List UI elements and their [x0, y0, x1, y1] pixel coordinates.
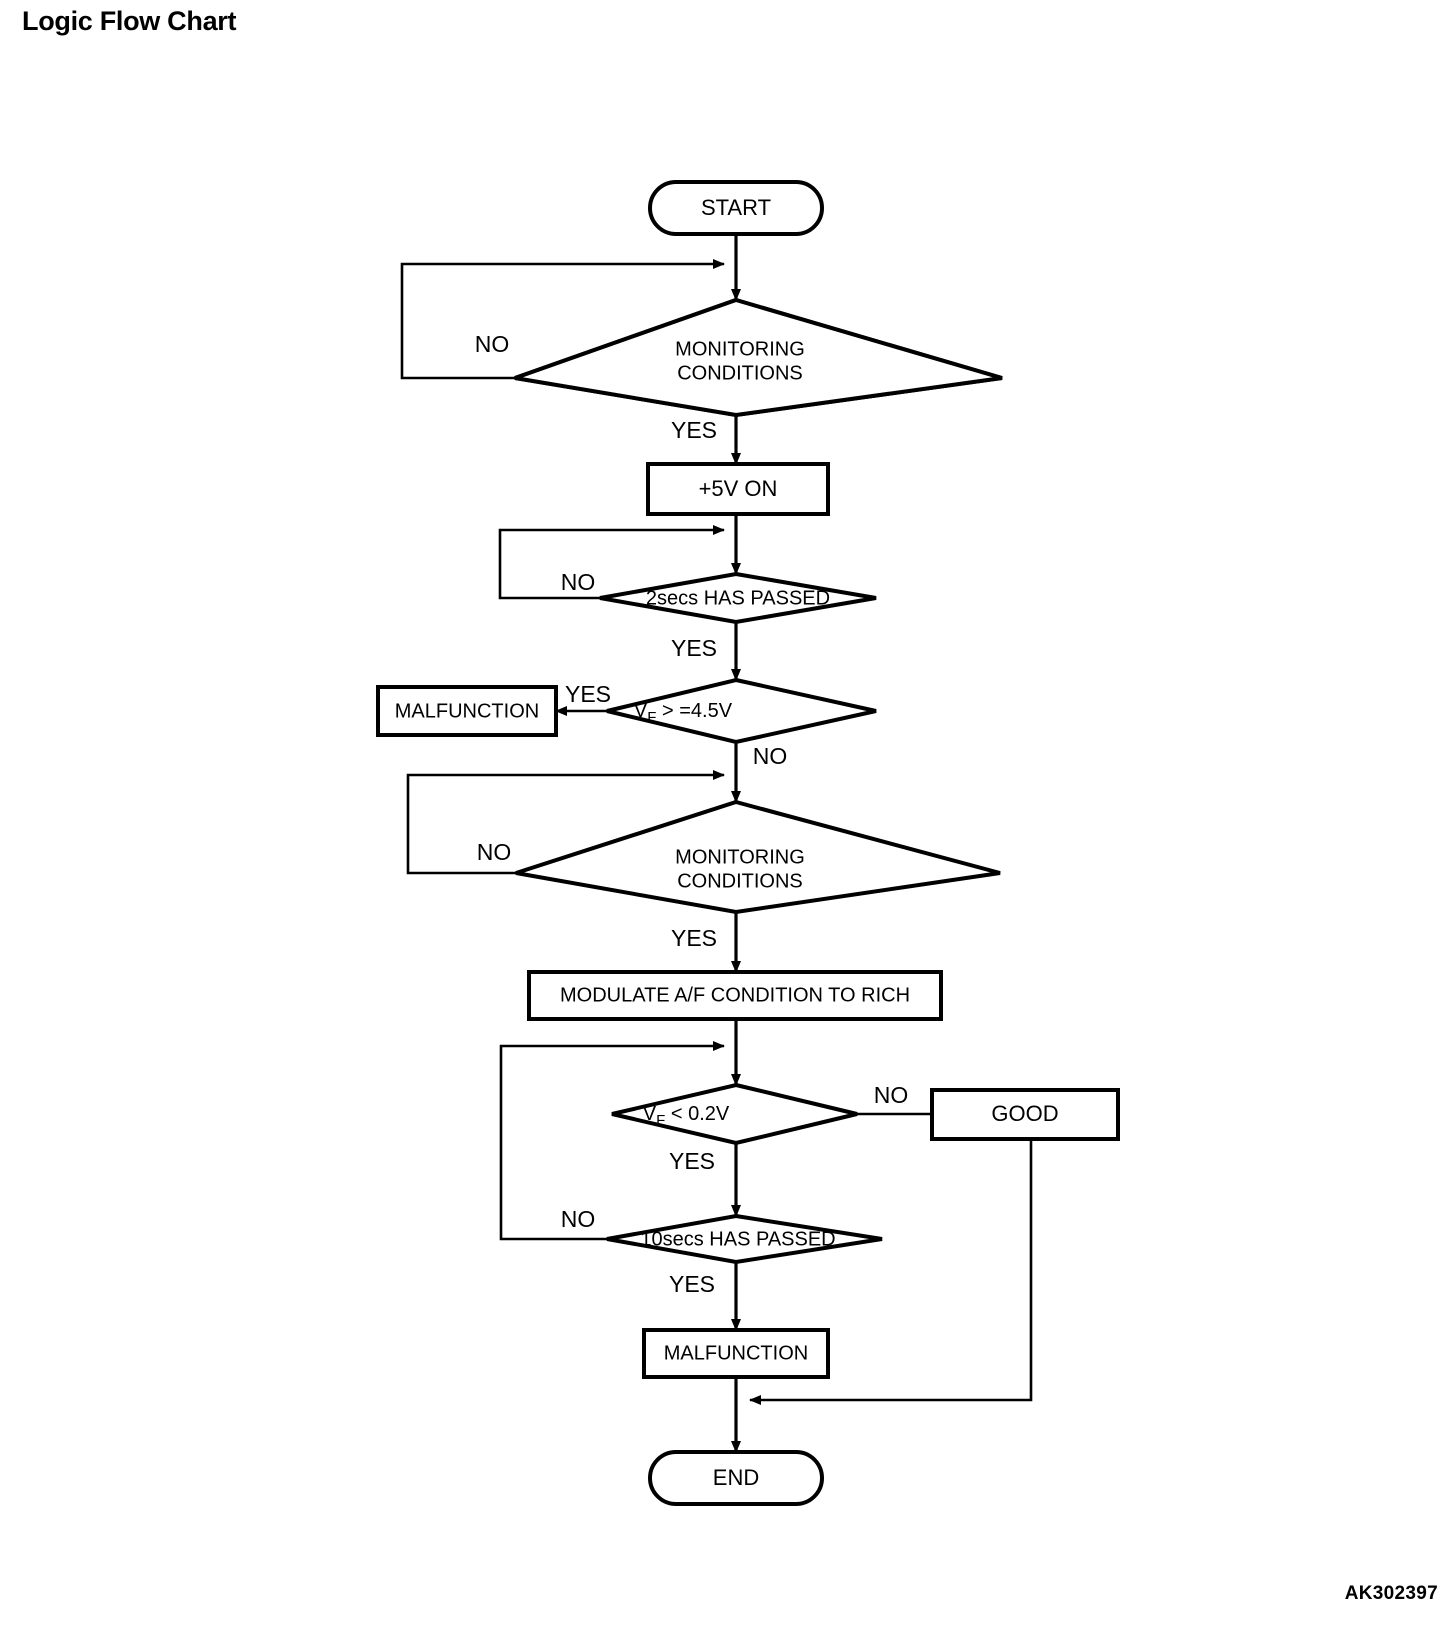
node-modulate-af-condition-to-rich[interactable]: MODULATE A/F CONDITION TO RICH — [527, 970, 943, 1021]
node-vf-ge-4-5v[interactable]: VF > =4.5V — [606, 677, 877, 745]
node-2secs-has-passed[interactable]: 2secs HAS PASSED — [599, 571, 877, 625]
node-modulate-label: MODULATE A/F CONDITION TO RICH — [560, 984, 910, 1006]
node-malfunction-1-label: MALFUNCTION — [395, 700, 539, 722]
node-monitoring-conditions-1[interactable]: MONITORING CONDITIONS — [514, 297, 1003, 418]
node-monitoring-conditions-2[interactable]: MONITORING CONDITIONS — [515, 799, 1001, 915]
edge-mon1-no-loop — [400, 259, 725, 380]
edge-sec2-no-loop — [498, 525, 725, 600]
node-good-label: GOOD — [991, 1101, 1058, 1126]
branch-label-yes: YES — [669, 1271, 715, 1297]
node-monitoring-conditions-2-line2: CONDITIONS — [677, 870, 803, 892]
node-monitoring-conditions-1-line2: CONDITIONS — [677, 362, 803, 384]
node-10secs-has-passed[interactable]: 10secs HAS PASSED — [606, 1213, 883, 1265]
node-plus5v-on[interactable]: +5V ON — [646, 462, 830, 516]
node-monitoring-conditions-2-line1: MONITORING — [675, 846, 805, 868]
node-start-label: START — [701, 195, 771, 220]
branch-label-no: NO — [477, 839, 512, 865]
figure-code: AK302397 — [1344, 1583, 1438, 1604]
node-10secs-has-passed-label: 10secs HAS PASSED — [640, 1228, 835, 1250]
node-end-label: END — [713, 1465, 759, 1490]
node-malfunction-1[interactable]: MALFUNCTION — [376, 685, 558, 737]
branch-label-yes: YES — [671, 925, 717, 951]
node-start[interactable]: START — [648, 180, 824, 236]
page-title: Logic Flow Chart — [22, 6, 237, 36]
node-vf-ge-4-5v-label: VF > =4.5V — [634, 700, 733, 726]
node-good[interactable]: GOOD — [930, 1088, 1120, 1141]
node-malfunction-2[interactable]: MALFUNCTION — [642, 1328, 830, 1379]
branch-label-no: NO — [874, 1082, 909, 1108]
branch-label-yes: YES — [565, 681, 611, 707]
node-end[interactable]: END — [648, 1450, 824, 1506]
branch-label-no: NO — [561, 569, 596, 595]
branch-label-no: NO — [753, 743, 788, 769]
node-malfunction-2-label: MALFUNCTION — [664, 1342, 808, 1364]
edge-mon2-no-loop — [406, 770, 725, 875]
branch-label-no: NO — [475, 331, 510, 357]
node-vf-lt-0-2v-label: VF < 0.2V — [643, 1103, 730, 1129]
edge-good-end — [749, 1139, 1033, 1405]
edge-sec10-no-loop — [499, 1041, 725, 1241]
branch-label-yes: YES — [671, 635, 717, 661]
node-monitoring-conditions-1-line1: MONITORING — [675, 338, 805, 360]
branch-label-yes: YES — [671, 417, 717, 443]
node-vf-lt-0-2v[interactable]: VF < 0.2V — [611, 1082, 858, 1146]
node-2secs-has-passed-label: 2secs HAS PASSED — [646, 587, 830, 609]
branch-label-no: NO — [561, 1206, 596, 1232]
node-plus5v-on-label: +5V ON — [699, 476, 778, 501]
branch-label-yes: YES — [669, 1148, 715, 1174]
